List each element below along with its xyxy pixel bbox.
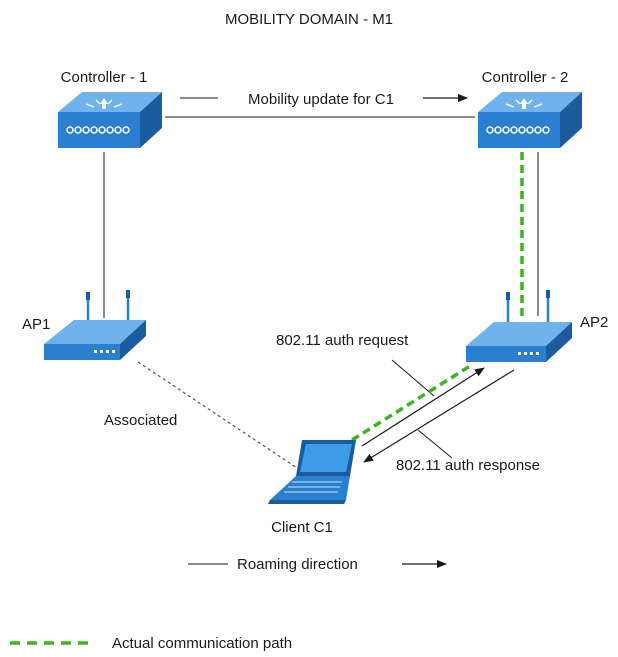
client-label: Client C1 bbox=[271, 519, 333, 536]
laptop-icon bbox=[268, 440, 356, 504]
roaming-label: Roaming direction bbox=[237, 556, 358, 573]
associated-link bbox=[137, 361, 301, 471]
controller-1-label: Controller - 1 bbox=[61, 69, 148, 86]
auth-response-arrow bbox=[363, 369, 515, 463]
controller-2-icon bbox=[478, 92, 582, 148]
auth-request-leader bbox=[391, 359, 435, 397]
mobility-update-label: Mobility update for C1 bbox=[248, 91, 394, 108]
controller-1-icon bbox=[58, 92, 162, 148]
auth-response-leader bbox=[417, 429, 453, 459]
diagram-title: MOBILITY DOMAIN - M1 bbox=[225, 11, 393, 28]
ap1-label: AP1 bbox=[22, 316, 50, 333]
auth-request-actual-path bbox=[351, 364, 471, 442]
legend: Actual communication path bbox=[10, 635, 292, 652]
legend-label: Actual communication path bbox=[112, 635, 292, 652]
auth-request-label: 802.11 auth request bbox=[276, 332, 409, 349]
associated-label: Associated bbox=[104, 412, 177, 429]
auth-response-label: 802.11 auth response bbox=[396, 457, 540, 474]
ap2-icon bbox=[466, 290, 572, 362]
controller-2-label: Controller - 2 bbox=[482, 69, 569, 86]
ap2-label: AP2 bbox=[580, 314, 608, 331]
auth-request-arrow bbox=[361, 367, 485, 447]
ap1-icon bbox=[44, 290, 146, 360]
